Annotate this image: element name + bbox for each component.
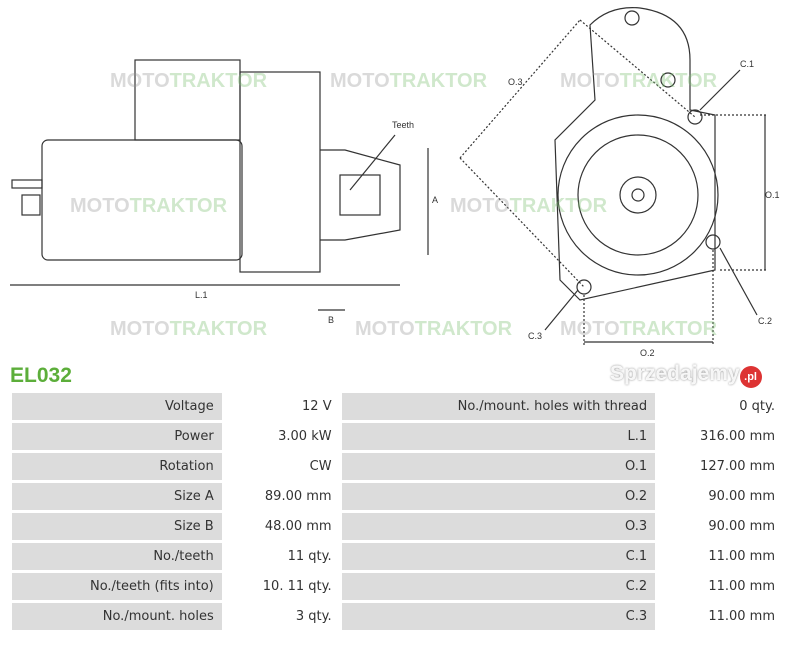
side-view: [10, 59, 429, 311]
spec-label: Voltage: [12, 393, 222, 420]
spec-value: 90.00 mm: [657, 483, 783, 510]
site-badge: Sprzedajemy.pl: [610, 362, 762, 388]
spec-label: C.2: [341, 573, 656, 600]
label-b: B: [328, 315, 334, 325]
spec-value: 0 qty.: [657, 393, 783, 420]
spec-value: 11 qty.: [223, 543, 340, 570]
spec-label: No./mount. holes: [12, 603, 222, 630]
spec-label: C.1: [341, 543, 656, 570]
label-l1: L.1: [195, 290, 208, 300]
spec-label: No./teeth (fits into): [12, 573, 222, 600]
spec-value: 12 V: [223, 393, 340, 420]
label-a: A: [432, 195, 438, 205]
label-c1: C.1: [740, 59, 754, 69]
label-o3: O.3: [508, 77, 523, 87]
label-c3: C.3: [528, 331, 542, 341]
spec-label: O.3: [341, 513, 656, 540]
spec-value: 10. 11 qty.: [223, 573, 340, 600]
label-o2: O.2: [640, 348, 655, 358]
label-o1: O.1: [765, 190, 780, 200]
spec-label: Rotation: [12, 453, 222, 480]
spec-value: 11.00 mm: [657, 543, 783, 570]
spec-label: No./teeth: [12, 543, 222, 570]
spec-value: 316.00 mm: [657, 423, 783, 450]
spec-value: 11.00 mm: [657, 573, 783, 600]
spec-value: CW: [223, 453, 340, 480]
product-code: EL032: [10, 364, 72, 387]
technical-drawing: Teeth A L.1 B O.3 C.1 O.1 C.2 O.2 C.3: [10, 7, 780, 358]
spec-value: 127.00 mm: [657, 453, 783, 480]
spec-label: O.2: [341, 483, 656, 510]
spec-label: L.1: [341, 423, 656, 450]
spec-value: 11.00 mm: [657, 603, 783, 630]
spec-value: 48.00 mm: [223, 513, 340, 540]
spec-label: C.3: [341, 603, 656, 630]
label-c2: C.2: [758, 316, 772, 326]
spec-label: Power: [12, 423, 222, 450]
spec-label: O.1: [341, 453, 656, 480]
spec-label: Size A: [12, 483, 222, 510]
spec-value: 3 qty.: [223, 603, 340, 630]
spec-value: 90.00 mm: [657, 513, 783, 540]
spec-label: Size B: [12, 513, 222, 540]
spec-value: 3.00 kW: [223, 423, 340, 450]
spec-label: No./mount. holes with thread: [341, 393, 656, 420]
front-view: [459, 7, 768, 345]
spec-value: 89.00 mm: [223, 483, 340, 510]
label-teeth: Teeth: [392, 120, 414, 130]
